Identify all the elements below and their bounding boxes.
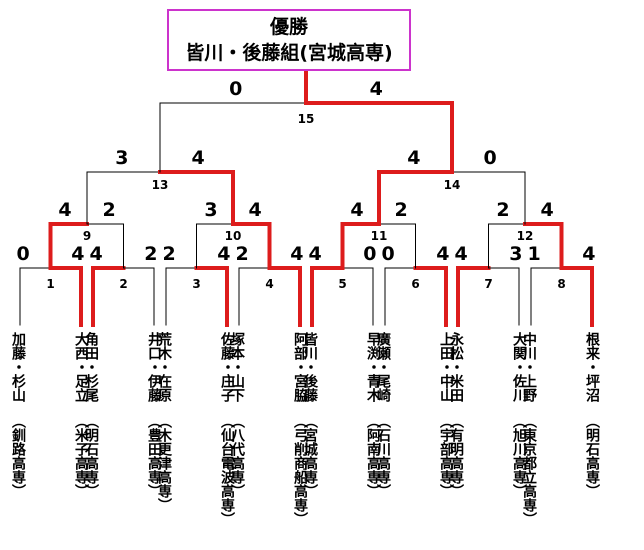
entry-names: 佐藤・庄子 （仙台電波高専） <box>218 332 236 526</box>
match-number: 1 <box>46 277 54 291</box>
match-number: 6 <box>411 277 419 291</box>
match-number: 2 <box>119 277 127 291</box>
match-score-left: 2 <box>162 243 175 265</box>
match-score-left: 4 <box>308 243 321 265</box>
match-score-right: 4 <box>290 243 303 265</box>
entry-pair: 大西・足立 <box>73 332 89 402</box>
entry-pair: 角田・杉尾 <box>83 332 99 402</box>
match-score-right: 4 <box>192 147 205 169</box>
match-number: 5 <box>338 277 346 291</box>
entry-pair: 佐藤・庄子 <box>219 332 235 402</box>
match-score-right: 3 <box>509 243 522 265</box>
match-score-right: 4 <box>540 199 553 221</box>
match-number: 7 <box>484 277 492 291</box>
entry-school: （旭川高専） <box>511 414 527 498</box>
entry-school: （木更津高専） <box>156 414 172 512</box>
entry-pair: 早渕・青木 <box>365 332 381 402</box>
match-score-left: 4 <box>58 199 71 221</box>
entry-school: （仙台電波高専） <box>219 414 235 526</box>
match-number: 8 <box>557 277 565 291</box>
entry-school: （明石高専） <box>83 414 99 498</box>
match-score-right: 4 <box>370 78 383 100</box>
match-score-left: 4 <box>454 243 467 265</box>
entry-names: 大西・足立 （米子高専） <box>72 332 90 498</box>
match-score-left: 4 <box>350 199 363 221</box>
entry-pair: 上田・中山 <box>438 332 454 402</box>
entry-school: （米子高専） <box>73 414 89 498</box>
match-score-left: 0 <box>229 78 242 100</box>
entry-school: （八代高専） <box>229 414 245 498</box>
entry-pair: 井口・伊藤 <box>146 332 162 402</box>
entry-school: （明石高専） <box>584 414 600 498</box>
entry-pair: 加藤・杉山 <box>10 332 26 402</box>
entry-pair: 永松・米田 <box>448 332 464 402</box>
entry-school: （有明高専） <box>448 414 464 498</box>
entry-school: （石川高専） <box>375 414 391 498</box>
entry-names: 早渕・青木 （阿南高専） <box>364 332 382 498</box>
match-number: 14 <box>444 178 461 192</box>
champion-team: 皆川・後藤組(宮城高専) <box>185 42 393 64</box>
match-number: 4 <box>265 277 273 291</box>
match-score-left: 1 <box>527 243 540 265</box>
entry-school: （阿南高専） <box>365 414 381 498</box>
match-score-left: 3 <box>204 199 217 221</box>
match-score-right: 2 <box>102 199 115 221</box>
match-number: 9 <box>83 229 91 243</box>
entry-school: （宮城高専） <box>302 414 318 498</box>
champion-title: 優勝 <box>269 16 308 38</box>
match-score-left: 3 <box>115 147 128 169</box>
match-score-left: 4 <box>407 147 420 169</box>
match-number: 15 <box>298 112 315 126</box>
match-score-left: 2 <box>235 243 248 265</box>
entry-school: （釧路高専） <box>10 414 26 498</box>
entry-names: 加藤・杉山 （釧路高専） <box>9 332 27 498</box>
entry-names: 阿部・宮脇 （弓削商船高専） <box>291 332 309 526</box>
entry-names: 皆川・後藤 （宮城高専） <box>301 332 319 498</box>
match-number: 10 <box>225 229 242 243</box>
match-score-right: 4 <box>582 243 595 265</box>
match-score-right: 0 <box>484 147 497 169</box>
match-number: 13 <box>152 178 169 192</box>
match-score-left: 0 <box>16 243 29 265</box>
match-score-right: 4 <box>71 243 84 265</box>
match-score-right: 4 <box>217 243 230 265</box>
match-score-right: 0 <box>363 243 376 265</box>
entry-names: 上田・中山 （宇部高専） <box>437 332 455 498</box>
entry-pair: 阿部・宮脇 <box>292 332 308 402</box>
entry-pair: 大関・佐川 <box>511 332 527 402</box>
entry-pair: 塚本・山下 <box>229 332 245 402</box>
match-score-left: 2 <box>496 199 509 221</box>
match-score-right: 4 <box>248 199 261 221</box>
entry-names: 廣瀬・尾崎 （石川高専） <box>374 332 392 498</box>
entry-pair: 荒木・在原 <box>156 332 172 402</box>
match-number: 3 <box>192 277 200 291</box>
entry-school: （豊田高専） <box>146 414 162 498</box>
entry-names: 井口・伊藤 （豊田高専） <box>145 332 163 498</box>
match-score-right: 2 <box>394 199 407 221</box>
entry-names: 中川・上野 （東京都立高専） <box>520 332 538 526</box>
entry-names: 大関・佐川 （旭川高専） <box>510 332 528 498</box>
entry-pair: 廣瀬・尾崎 <box>375 332 391 402</box>
match-score-right: 4 <box>436 243 449 265</box>
entry-school: （東京都立高専） <box>521 414 537 526</box>
entry-names: 角田・杉尾 （明石高専） <box>82 332 100 498</box>
entry-pair: 中川・上野 <box>521 332 537 402</box>
match-score-right: 2 <box>144 243 157 265</box>
entry-names: 根来・坪沼 （明石高専） <box>583 332 601 498</box>
entry-names: 荒木・在原 （木更津高専） <box>155 332 173 512</box>
entry-pair: 皆川・後藤 <box>302 332 318 402</box>
entry-names: 塚本・山下 （八代高専） <box>228 332 246 498</box>
entry-pair: 根来・坪沼 <box>584 332 600 402</box>
match-score-left: 4 <box>89 243 102 265</box>
match-number: 11 <box>371 229 388 243</box>
entry-school: （弓削商船高専） <box>292 414 308 526</box>
match-number: 12 <box>517 229 534 243</box>
entry-school: （宇部高専） <box>438 414 454 498</box>
match-score-left: 0 <box>381 243 394 265</box>
entry-names: 永松・米田 （有明高専） <box>447 332 465 498</box>
champion-box: 優勝 皆川・後藤組(宮城高専) <box>167 9 411 71</box>
